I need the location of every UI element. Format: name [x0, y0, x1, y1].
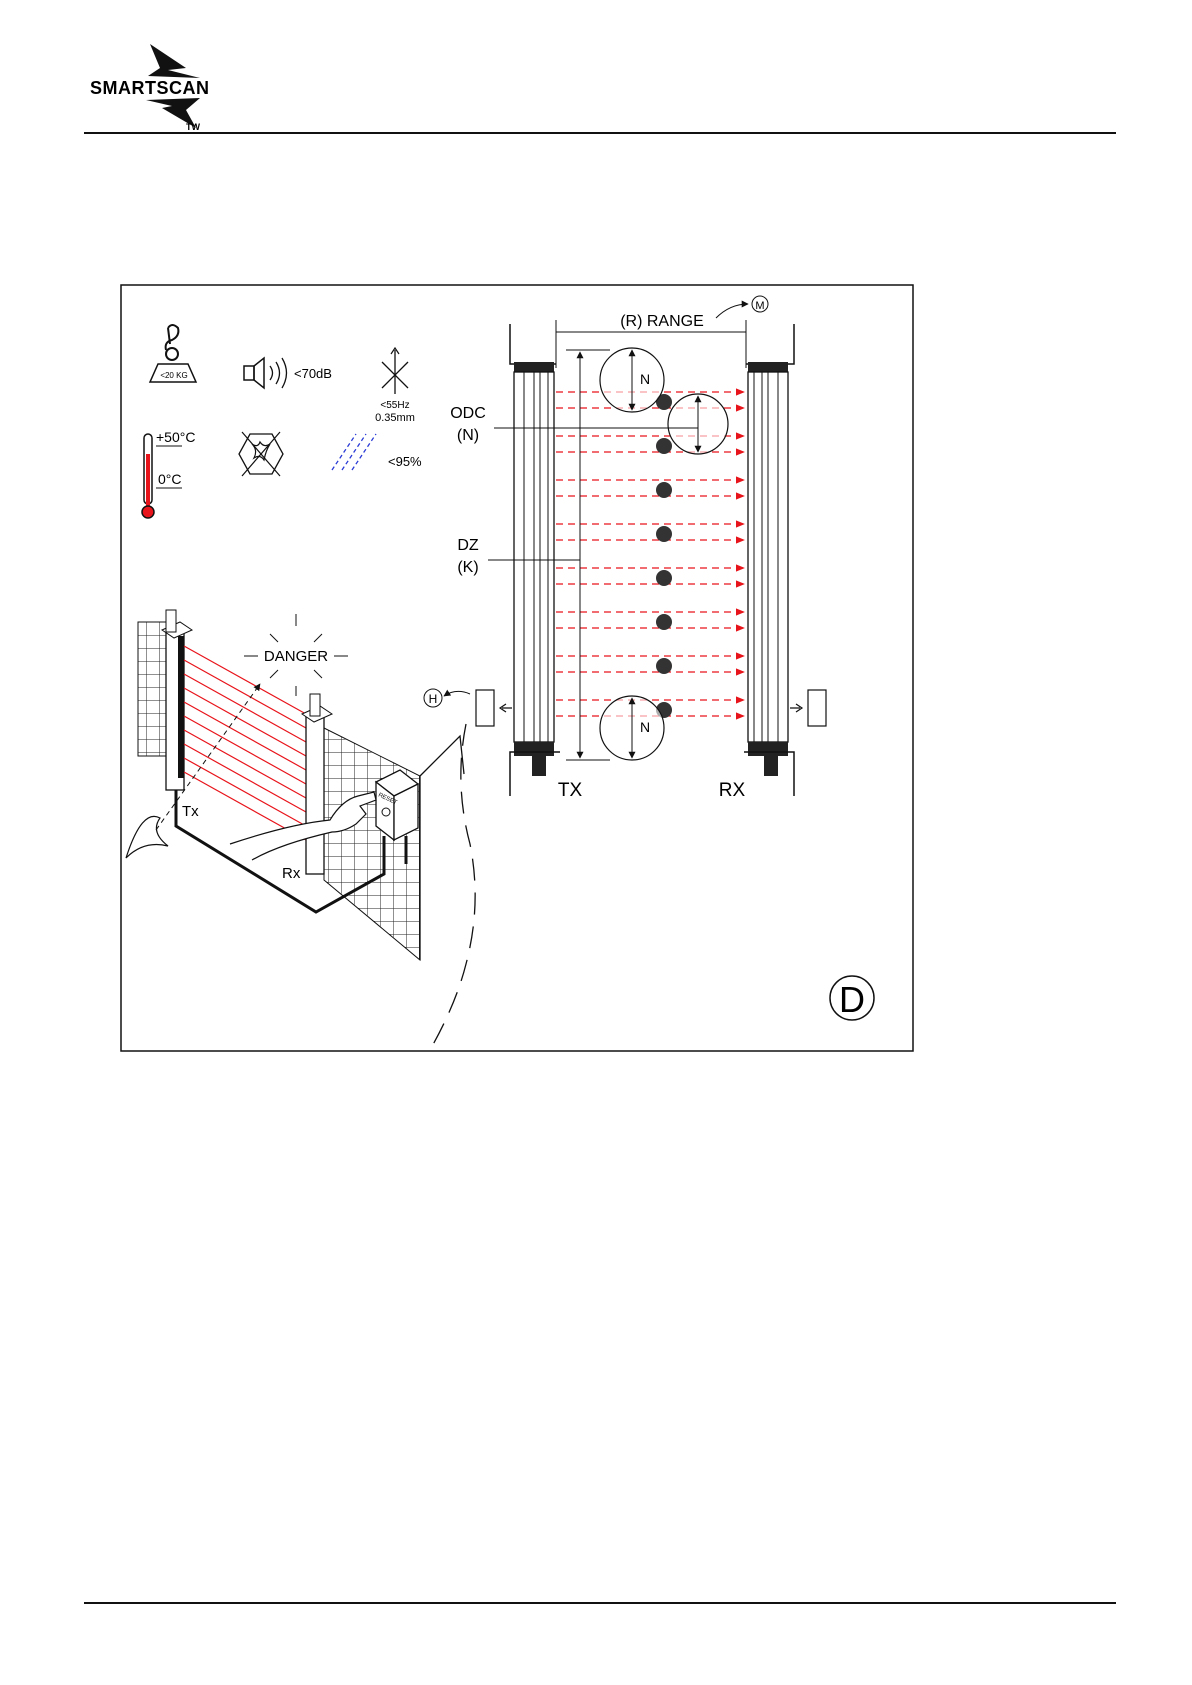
test-dot	[656, 614, 672, 630]
tx-bottom-cap	[514, 742, 554, 756]
resolution-n-label-top: N	[640, 371, 650, 387]
danger-label: DANGER	[264, 648, 328, 665]
tx-small-label: Tx	[182, 803, 199, 820]
rx-top-cap	[748, 362, 788, 372]
tx-label: TX	[558, 780, 583, 801]
odc-sub-label: (N)	[457, 427, 479, 444]
range-label: (R) RANGE	[620, 313, 704, 330]
reset-box	[376, 770, 418, 840]
test-dot	[656, 482, 672, 498]
range-leader-arrow	[716, 304, 748, 318]
test-object-dots	[656, 394, 672, 718]
tx-bracket-top	[510, 324, 556, 364]
noise-limit-label: <70dB	[294, 366, 332, 381]
h-marker-leader	[444, 691, 470, 696]
thermometer-icon	[142, 434, 154, 518]
temperature-max-label: +50°C	[156, 429, 195, 445]
m-marker-label: M	[755, 300, 764, 312]
dz-label: DZ	[457, 537, 479, 554]
rx-cable-stub	[764, 756, 778, 776]
resolution-circle-bottom	[600, 696, 664, 760]
test-dot	[656, 570, 672, 586]
test-dot	[656, 438, 672, 454]
rx-housing	[748, 372, 788, 742]
test-dot	[656, 658, 672, 674]
resolution-circle-top	[600, 348, 664, 412]
humidity-icon	[332, 434, 376, 470]
tx-cable-stub	[532, 756, 546, 776]
rx-small-label: Rx	[282, 865, 301, 882]
dz-sub-label: (K)	[457, 559, 478, 576]
rx-side-mount	[808, 690, 826, 726]
footer-rule	[84, 1602, 1116, 1604]
test-dot	[656, 526, 672, 542]
tx-side-arrow	[500, 704, 512, 712]
rx-side-arrow	[790, 704, 802, 712]
logo-suffix: TW	[186, 122, 200, 132]
tx-top-cap	[514, 362, 554, 372]
odc-label: ODC	[450, 405, 486, 422]
rx-label: RX	[719, 780, 746, 801]
header-rule	[84, 132, 1116, 134]
h-marker-label: H	[429, 692, 438, 706]
rx-bottom-cap	[748, 742, 788, 756]
tx-pole	[162, 610, 192, 790]
resolution-n-label-bottom: N	[640, 719, 650, 735]
logo-wordmark: SMARTSCAN	[90, 78, 210, 98]
figure-badge-label: D	[839, 979, 865, 1020]
resolution-circle-middle	[668, 394, 728, 454]
no-explosive-atmosphere-icon	[239, 432, 283, 476]
logo-bolt-top	[148, 44, 200, 78]
tx-side-mount	[476, 690, 494, 726]
humidity-limit-label: <95%	[388, 454, 422, 469]
vibration-amplitude-label: 0.35mm	[375, 412, 415, 424]
weight-limit-label: <20 KG	[160, 371, 187, 380]
safety-distance-curve	[430, 724, 475, 1050]
installation-diagram: <20 KG <70dB <55Hz 0.35mm +50°C 0°C <95%…	[120, 284, 914, 1052]
temperature-min-label: 0°C	[158, 471, 182, 487]
wall-outline	[420, 736, 464, 960]
smartscan-logo: SMARTSCAN TW	[88, 44, 248, 134]
rx-bracket-top	[746, 324, 794, 364]
vibration-icon	[382, 348, 408, 394]
speaker-icon	[244, 358, 287, 388]
left-fence-panel	[138, 622, 168, 756]
scene-beams	[184, 646, 306, 840]
vibration-frequency-label: <55Hz	[380, 400, 409, 411]
